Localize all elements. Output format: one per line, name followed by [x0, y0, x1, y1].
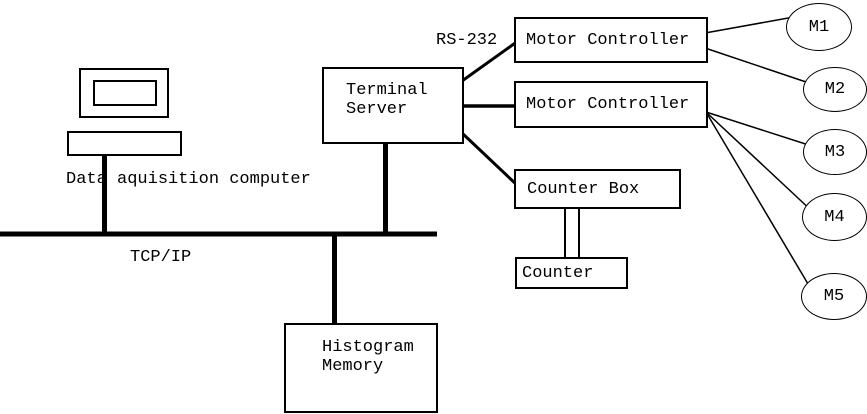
motor-controller-2-box: Motor Controller — [514, 81, 708, 128]
monitor-screen — [93, 80, 157, 106]
keyboard-icon — [67, 131, 182, 156]
motor-m4: M4 — [802, 193, 867, 241]
motor-m3-label: M3 — [824, 142, 846, 162]
motor-m5-label: M5 — [823, 287, 845, 306]
counter-box-label: Counter Box — [527, 179, 640, 199]
motor-controller-1-label: Motor Controller — [526, 30, 690, 50]
motor-controller-2-label: Motor Controller — [526, 95, 690, 114]
motor-m2-label: M2 — [824, 80, 846, 99]
motor-m5: M5 — [801, 273, 867, 320]
motor-controller-1-box: Motor Controller — [514, 17, 708, 63]
terminal-server-label-line2: Server — [346, 100, 408, 119]
tcpip-label: TCP/IP — [130, 248, 192, 267]
mc2-m4-link — [705, 111, 815, 214]
motor-m1-label: M1 — [808, 17, 830, 37]
histogram-memory-box: Histogram Memory — [284, 323, 438, 413]
motor-m2: M2 — [803, 67, 867, 112]
counter-box: Counter Box — [514, 169, 681, 209]
rs232-link-mc1 — [461, 39, 519, 83]
rs232-label: RS-232 — [436, 31, 498, 50]
histogram-memory-label-line1: Histogram — [322, 338, 414, 357]
link-counter-box — [460, 131, 520, 188]
mc2-m3-link — [705, 111, 819, 149]
counter-label: Counter — [522, 263, 594, 283]
motor-m4-label: M4 — [824, 207, 845, 227]
histogram-memory-label-line2: Memory — [322, 357, 384, 376]
mc2-m5-link — [705, 111, 815, 295]
computer-label: Data aquisition computer — [66, 170, 311, 189]
motor-m1: M1 — [786, 3, 852, 51]
terminal-server-label-line1: Terminal — [346, 81, 428, 100]
counter-node: Counter — [515, 257, 628, 289]
mc1-m2-link — [704, 47, 819, 87]
motor-m3: M3 — [803, 129, 867, 175]
terminal-server-box: Terminal Server — [322, 67, 464, 144]
